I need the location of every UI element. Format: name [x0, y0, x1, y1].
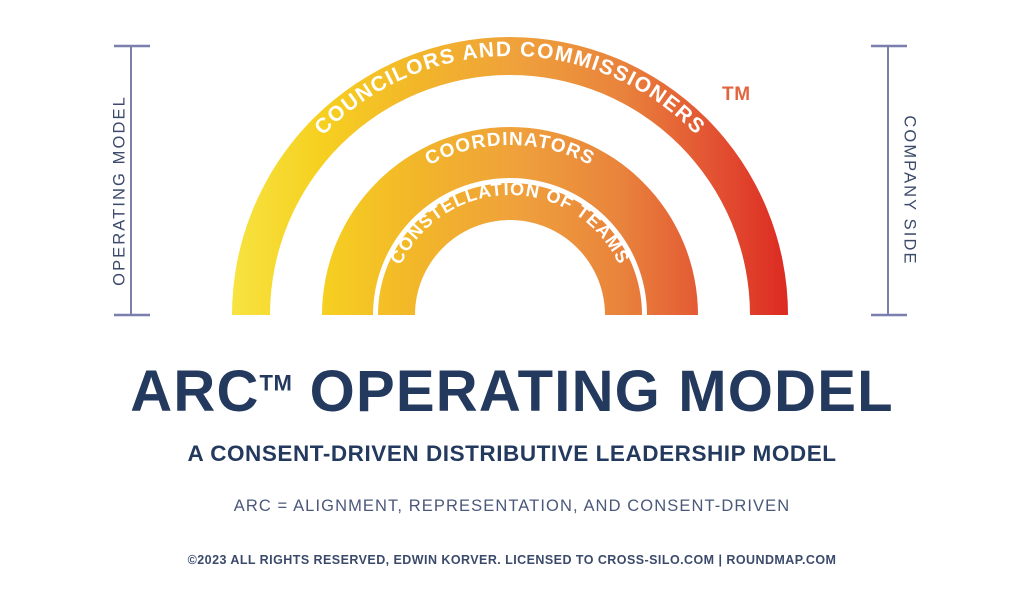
side-label-operating-model: OPERATING MODEL: [110, 95, 129, 286]
measure-rule-left: [114, 44, 150, 317]
acronym-definition: ARC = ALIGNMENT, REPRESENTATION, AND CON…: [233, 496, 791, 515]
arc-label-outer: COUNCILORS AND COMMISSIONERS: [310, 38, 710, 139]
title-remainder: OPERATING MODEL: [292, 359, 894, 424]
trademark-mark: TM: [722, 84, 751, 105]
arc-band-middle: [322, 127, 698, 315]
side-label-company-side: COMPANY SIDE: [900, 115, 919, 266]
brand-trademark-superscript: TM: [259, 370, 293, 396]
arc-band-outer: [232, 37, 788, 315]
page-title: ARCTM OPERATING MODEL: [0, 359, 1024, 424]
title-block: ARCTM OPERATING MODEL A CONSENT-DRIVEN D…: [0, 359, 1024, 567]
brand-name: ARC: [130, 359, 260, 424]
measure-rule-right: [871, 44, 907, 317]
arc-band-inner: [378, 183, 642, 315]
subtitle: A CONSENT-DRIVEN DISTRIBUTIVE LEADERSHIP…: [187, 440, 837, 466]
copyright-notice: ©2023 ALL RIGHTS RESERVED, EDWIN KORVER.…: [187, 552, 837, 567]
